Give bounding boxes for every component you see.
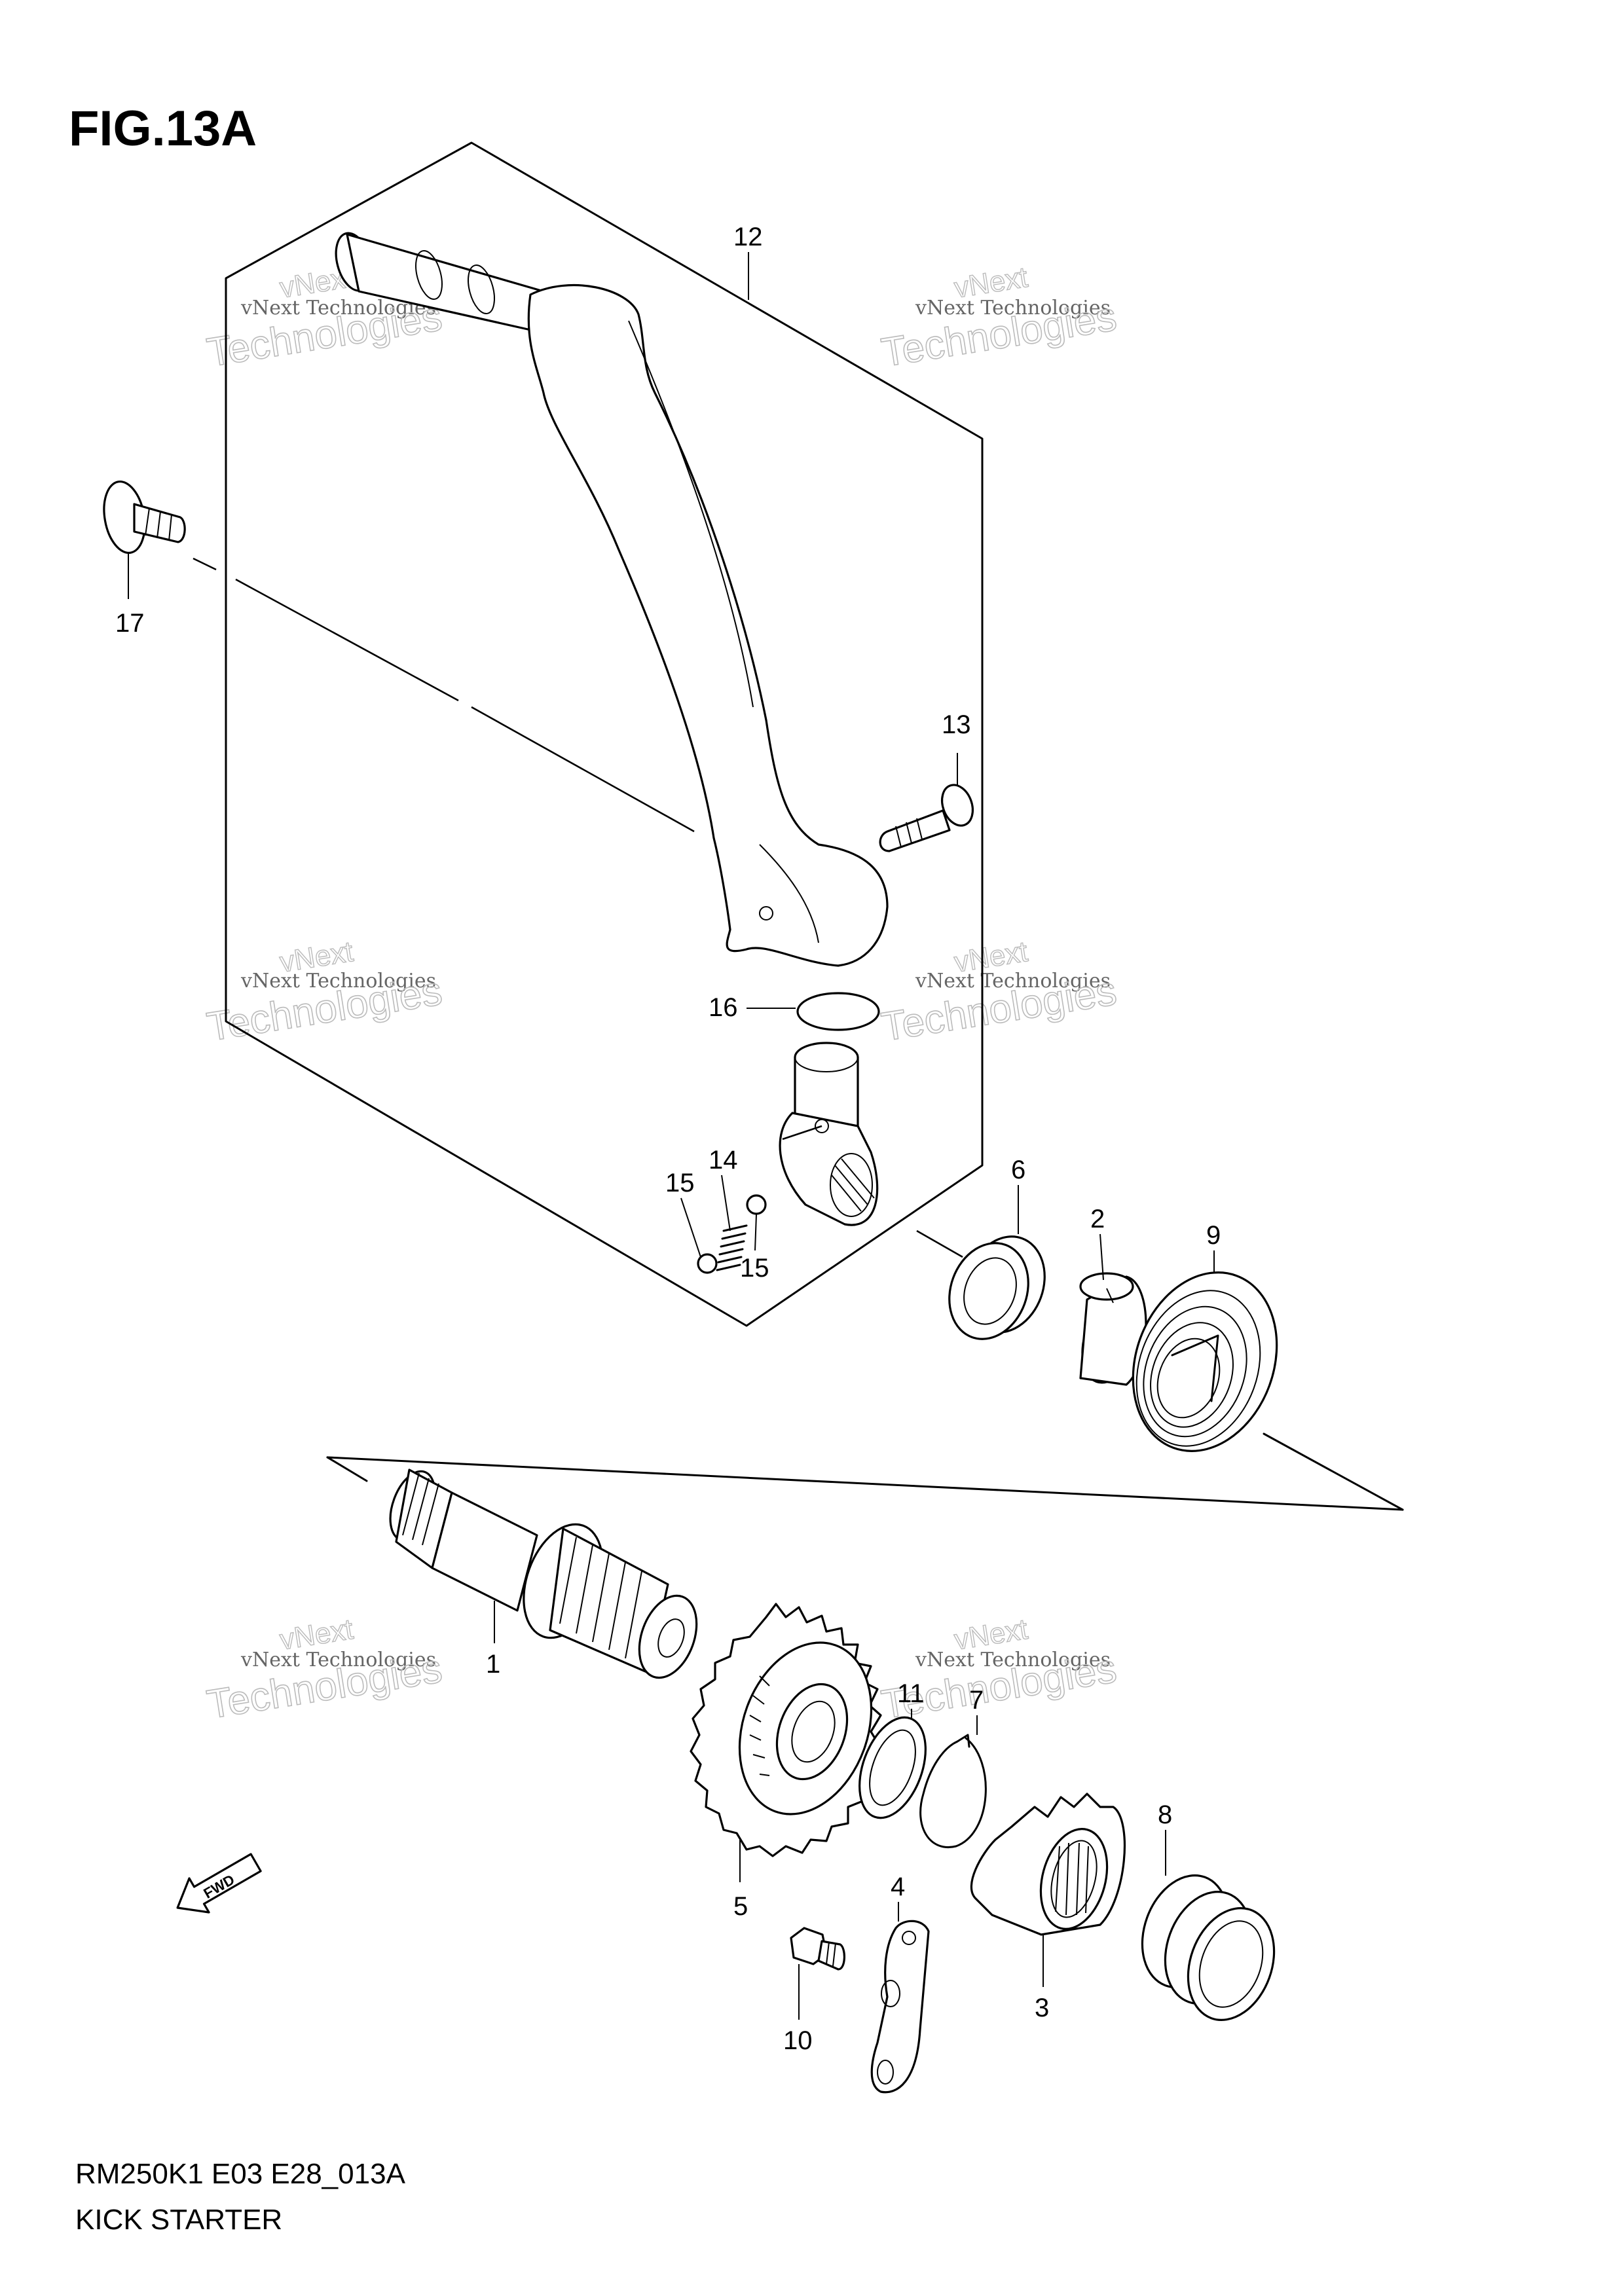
callout-11: 11 [897,1679,925,1708]
svg-text:vNext Technologies: vNext Technologies [915,970,1111,993]
svg-text:vNext Technologies: vNext Technologies [240,970,436,993]
callout-3: 3 [1035,1994,1049,2022]
callout-10: 10 [783,2026,813,2055]
lever-assembly-outline [225,141,984,1327]
figure-caption: KICK STARTER [75,2204,282,2236]
o-ring-16 [796,992,880,1031]
kick-lever [335,232,889,1226]
dash-leader-6 [916,1230,963,1258]
callout-labels: 12 13 16 14 15 15 17 6 2 9 1 5 11 7 3 8 … [115,223,1221,2055]
callout-9: 9 [1206,1221,1221,1250]
callout-leaders [128,252,1215,2020]
ball-15-upper [746,1194,767,1215]
svg-text:vNext Technologies: vNext Technologies [240,1649,436,1671]
circlip-7 [919,1734,987,1848]
watermark: vNext Technologies Technologies vNext [204,935,446,1050]
watermark: vNext Technologies Technologies vNext [878,1613,1120,1728]
callout-5: 5 [733,1892,748,1921]
kick-drive-gear-5 [690,1603,882,1857]
svg-text:vNext Technologies: vNext Technologies [915,297,1111,319]
dash-leader-17 [193,557,695,833]
bolt-17 [103,480,186,555]
callout-2: 2 [1090,1205,1105,1233]
watermark: vNext Technologies Technologies vNext [204,1613,446,1728]
svg-text:vNext Technologies: vNext Technologies [915,1649,1111,1671]
oil-seal-6 [948,1235,1046,1340]
return-spring-9 [1132,1271,1278,1452]
callout-4: 4 [891,1872,905,1901]
ratchet-3 [970,1793,1126,1936]
callout-15: 15 [740,1254,769,1283]
bolt-10 [790,1927,845,1971]
callout-7: 7 [969,1686,984,1715]
forward-direction-icon: FWD [176,1853,262,1914]
callout-14: 14 [709,1146,738,1175]
callout-13: 13 [942,710,971,739]
shaft-assembly-outline [326,1432,1404,1511]
callout-8: 8 [1158,1800,1172,1829]
washer-11 [858,1716,927,1819]
bushing-2 [1079,1272,1147,1386]
figure-title: FIG.13A [69,101,257,156]
kick-starter-shaft-1 [389,1468,698,1679]
callout-6: 6 [1011,1156,1025,1184]
stopper-plate-4 [870,1920,930,2094]
callout-16: 16 [709,993,738,1022]
callout-1: 1 [486,1650,500,1679]
watermark: vNext Technologies Technologies vNext [878,261,1120,376]
callout-17: 17 [115,609,145,638]
callout-12: 12 [733,223,763,251]
spring-8 [1141,1874,1276,2021]
spring-14 [716,1224,748,1271]
bolt-13 [879,784,974,852]
figure-code: RM250K1 E03 E28_013A [75,2158,406,2190]
callout-15: 15 [665,1169,695,1197]
ball-15-lower [697,1253,718,1274]
watermark: vNext Technologies Technologies vNext [878,935,1120,1050]
